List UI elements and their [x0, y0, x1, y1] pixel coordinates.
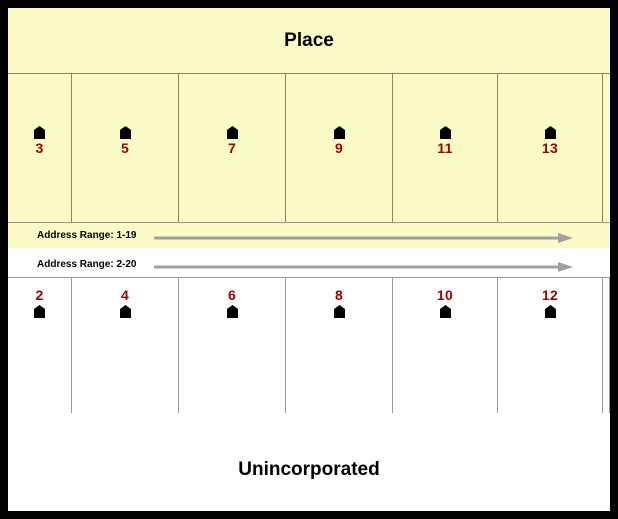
address-range-bar-even: Address Range: 2-20	[8, 252, 610, 278]
parcel-odd-5: 11	[393, 74, 498, 222]
house-icon	[34, 126, 45, 139]
parcel-number: 13	[541, 140, 559, 156]
address-range-label-even: Address Range: 2-20	[37, 259, 137, 270]
parcel-number: 11	[437, 140, 453, 156]
parcel-number: 8	[334, 287, 344, 303]
address-range-bar-odd: Address Range: 1-19	[8, 222, 610, 248]
parcel-even-5: 10	[393, 265, 498, 413]
parcel-number: 2	[35, 287, 44, 303]
house-icon	[333, 305, 345, 318]
house-icon	[34, 305, 45, 318]
even-parcel-row: 2 4	[8, 265, 610, 413]
parcel-number: 3	[35, 140, 44, 156]
direction-arrow-icon	[154, 259, 574, 272]
parcel-number: 12	[541, 287, 559, 303]
parcel-even-3: 6	[179, 265, 286, 413]
parcel-odd-6: 13	[498, 74, 603, 222]
house-icon	[333, 126, 345, 139]
parcel-odd-4: 9	[286, 74, 393, 222]
parcel-number: 6	[227, 287, 237, 303]
place-region: Place 3	[8, 8, 610, 248]
parcel-even-4: 8	[286, 265, 393, 413]
parcel-number: 9	[334, 140, 344, 156]
parcel-odd-1: 3	[8, 74, 72, 222]
parcel-number: 7	[227, 140, 237, 156]
parcel-number: 10	[436, 287, 454, 303]
unincorporated-region: 2 4	[8, 252, 610, 511]
parcel-even-partial	[603, 265, 610, 413]
parcel-number: 5	[120, 140, 130, 156]
house-icon	[226, 305, 238, 318]
odd-parcel-row: 3 5	[8, 74, 610, 222]
house-icon	[439, 126, 451, 139]
parcel-number: 4	[120, 287, 130, 303]
direction-arrow-icon	[154, 230, 574, 243]
parcel-even-1: 2	[8, 265, 72, 413]
place-title: Place	[8, 8, 610, 74]
house-icon	[226, 126, 238, 139]
house-icon	[119, 126, 131, 139]
unincorporated-title: Unincorporated	[238, 459, 380, 480]
house-icon	[544, 126, 556, 139]
parcel-even-6: 12	[498, 265, 603, 413]
parcel-odd-partial	[603, 74, 610, 222]
parcel-odd-3: 7	[179, 74, 286, 222]
address-range-label-odd: Address Range: 1-19	[37, 230, 137, 241]
house-icon	[439, 305, 451, 318]
house-icon	[119, 305, 131, 318]
house-icon	[544, 305, 556, 318]
parcel-odd-2: 5	[72, 74, 179, 222]
parcel-even-2: 4	[72, 265, 179, 413]
